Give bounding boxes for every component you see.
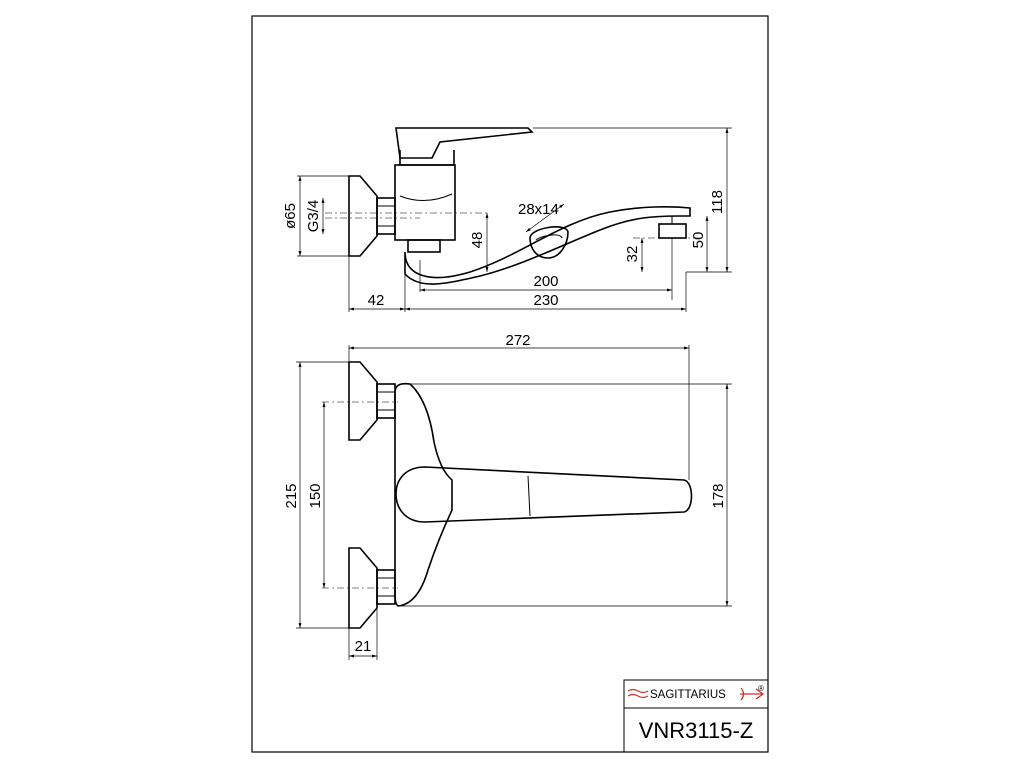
dim-50: 50 xyxy=(690,232,707,249)
dim-48: 48 xyxy=(469,232,486,249)
registered-mark: ® xyxy=(758,684,764,693)
dim-diameter: ø65 xyxy=(282,203,299,229)
dim-21: 21 xyxy=(355,638,372,655)
side-connector-nut xyxy=(376,197,396,235)
brand-name: SAGITTARIUS xyxy=(650,689,726,701)
top-lever-handle xyxy=(395,466,693,523)
top-view: 272 215 150 178 21 xyxy=(283,332,732,660)
dim-215: 215 xyxy=(283,483,300,508)
drawing-frame xyxy=(251,15,769,753)
side-aerator xyxy=(658,223,687,239)
dim-150: 150 xyxy=(307,483,324,508)
top-wall-flange-upper xyxy=(348,361,378,441)
side-wall-flange xyxy=(348,175,378,257)
dim-thread: G3/4 xyxy=(305,200,322,233)
dim-42: 42 xyxy=(368,292,385,309)
dim-272: 272 xyxy=(505,332,530,349)
dim-spout-section: 28x14 xyxy=(518,201,559,218)
dim-230: 230 xyxy=(533,292,558,309)
side-lever-handle xyxy=(395,127,534,159)
dim-32: 32 xyxy=(624,246,641,263)
side-view: ø65 G3/4 48 28x14 32 50 118 200 42 230 xyxy=(282,127,732,312)
dim-118: 118 xyxy=(709,190,726,214)
side-spout xyxy=(404,206,691,285)
model-number: VNR3115-Z xyxy=(639,718,754,743)
dim-line-28x14 xyxy=(525,203,565,233)
dim-200: 200 xyxy=(533,273,558,290)
title-block: SAGITTARIUS ® VNR3115-Z xyxy=(623,679,769,753)
dim-178: 178 xyxy=(710,483,727,508)
top-mixer-body xyxy=(394,382,453,607)
sagittarius-logo-icon xyxy=(627,687,765,701)
side-valve-body xyxy=(394,164,456,241)
